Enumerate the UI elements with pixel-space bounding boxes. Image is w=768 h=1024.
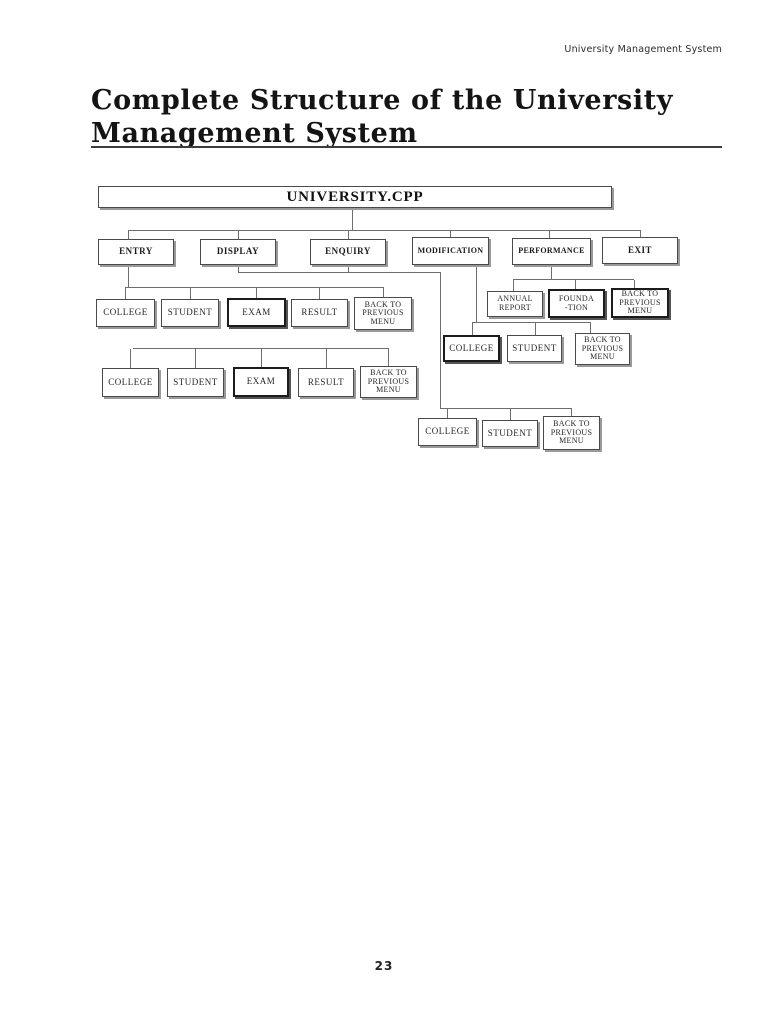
node-modification: MODIFICATION — [412, 237, 489, 265]
running-header: University Management System — [564, 44, 722, 55]
node-entry-exam: EXAM — [227, 298, 286, 327]
node-label: STUDENT — [173, 376, 218, 387]
node-label: COLLEGE — [425, 426, 470, 437]
node-display-back: BACK TO PREVIOUS MENU — [360, 366, 417, 398]
node-label: EXIT — [627, 244, 652, 255]
connector-line — [190, 288, 191, 299]
node-label: BACK TO PREVIOUS MENU — [550, 419, 593, 446]
node-enquiry-back: BACK TO PREVIOUS MENU — [543, 416, 600, 450]
node-enquiry-college: COLLEGE — [418, 418, 477, 446]
node-display: DISPLAY — [200, 239, 276, 265]
connector-line — [440, 272, 441, 408]
connector-line — [575, 280, 576, 289]
node-label: RESULT — [307, 376, 345, 387]
node-label: PERFORMANCE — [518, 246, 585, 256]
connector-line — [133, 348, 389, 349]
connector-line — [348, 231, 349, 239]
node-label: STUDENT — [487, 427, 533, 438]
connector-line — [261, 349, 262, 367]
connector-line — [513, 279, 634, 280]
node-label: UNIVERSITY.CPP — [286, 188, 424, 205]
connector-line — [440, 408, 572, 409]
node-enquiry-student: STUDENT — [482, 420, 538, 447]
connector-line — [535, 323, 536, 335]
connector-line — [319, 288, 320, 299]
connector-line — [513, 280, 514, 291]
connector-line — [128, 265, 129, 287]
page-number: 23 — [374, 959, 394, 973]
node-entry: ENTRY — [98, 239, 174, 265]
node-performance-annual-report: ANNUAL REPORT — [487, 291, 543, 317]
node-performance-foundation: FOUNDA -TION — [548, 289, 605, 318]
connector-line — [238, 265, 239, 273]
node-display-student: STUDENT — [167, 368, 224, 397]
node-display-college: COLLEGE — [102, 368, 159, 397]
connector-line — [128, 231, 129, 239]
node-modification-student: STUDENT — [507, 335, 562, 362]
node-modification-back: BACK TO PREVIOUS MENU — [575, 333, 630, 365]
node-display-exam: EXAM — [233, 367, 289, 397]
connector-line — [130, 349, 131, 368]
connector-line — [510, 409, 511, 420]
connector-line — [450, 231, 451, 237]
node-performance: PERFORMANCE — [512, 238, 591, 265]
connector-line — [472, 323, 473, 335]
node-label: RESULT — [301, 307, 338, 318]
connector-line — [472, 322, 591, 323]
node-exit: EXIT — [602, 237, 678, 264]
node-label: MODIFICATION — [417, 245, 484, 255]
node-display-result: RESULT — [298, 368, 354, 397]
connector-line — [238, 272, 441, 273]
node-entry-college: COLLEGE — [96, 299, 155, 327]
connector-line — [383, 288, 384, 297]
connector-line — [549, 231, 550, 238]
node-label: DISPLAY — [216, 246, 260, 257]
connector-line — [195, 349, 196, 368]
node-entry-result: RESULT — [291, 299, 348, 327]
connector-line — [640, 231, 641, 237]
node-performance-back: BACK TO PREVIOUS MENU — [611, 288, 669, 318]
node-label: EXAM — [246, 376, 276, 387]
node-label: COLLEGE — [108, 376, 153, 387]
node-label: STUDENT — [512, 342, 557, 353]
node-label: EXAM — [242, 306, 271, 317]
node-label: BACK TO PREVIOUS MENU — [619, 289, 661, 316]
node-label: COLLEGE — [449, 342, 494, 353]
connector-line — [326, 349, 327, 368]
connector-line — [571, 409, 572, 416]
connector-line — [128, 230, 641, 231]
connector-line — [634, 280, 635, 288]
node-label: BACK TO PREVIOUS MENU — [367, 368, 410, 395]
connector-line — [551, 265, 552, 279]
structure-diagram: UNIVERSITY.CPP ENTRY DISPLAY ENQUIRY MODIFIC… — [96, 186, 678, 450]
node-label: BACK TO PREVIOUS MENU — [581, 335, 624, 362]
node-label: BACK TO PREVIOUS MENU — [362, 299, 404, 326]
node-entry-back: BACK TO PREVIOUS MENU — [354, 297, 412, 330]
title-rule — [91, 146, 722, 148]
node-label: FOUNDA -TION — [558, 293, 595, 312]
connector-line — [125, 288, 126, 299]
connector-line — [125, 287, 384, 288]
connector-line — [388, 349, 389, 366]
node-label: ANNUAL REPORT — [497, 294, 533, 312]
node-label: STUDENT — [167, 307, 213, 318]
connector-line — [238, 231, 239, 239]
page-title-line1: Complete Structure of the University — [91, 85, 674, 116]
node-enquiry: ENQUIRY — [310, 239, 386, 265]
node-label: ENQUIRY — [325, 246, 371, 257]
node-modification-college: COLLEGE — [443, 335, 500, 362]
connector-line — [476, 265, 477, 323]
connector-line — [447, 409, 448, 418]
connector-line — [348, 265, 349, 273]
node-label: COLLEGE — [103, 307, 148, 318]
page-title-line2: Management System — [91, 118, 418, 149]
node-entry-student: STUDENT — [161, 299, 219, 327]
connector-line — [256, 288, 257, 298]
connector-line — [590, 323, 591, 333]
connector-line — [352, 208, 353, 231]
node-university-cpp: UNIVERSITY.CPP — [98, 186, 612, 208]
node-label: ENTRY — [119, 246, 153, 257]
page-title: Complete Structure of the University Man… — [91, 84, 731, 150]
